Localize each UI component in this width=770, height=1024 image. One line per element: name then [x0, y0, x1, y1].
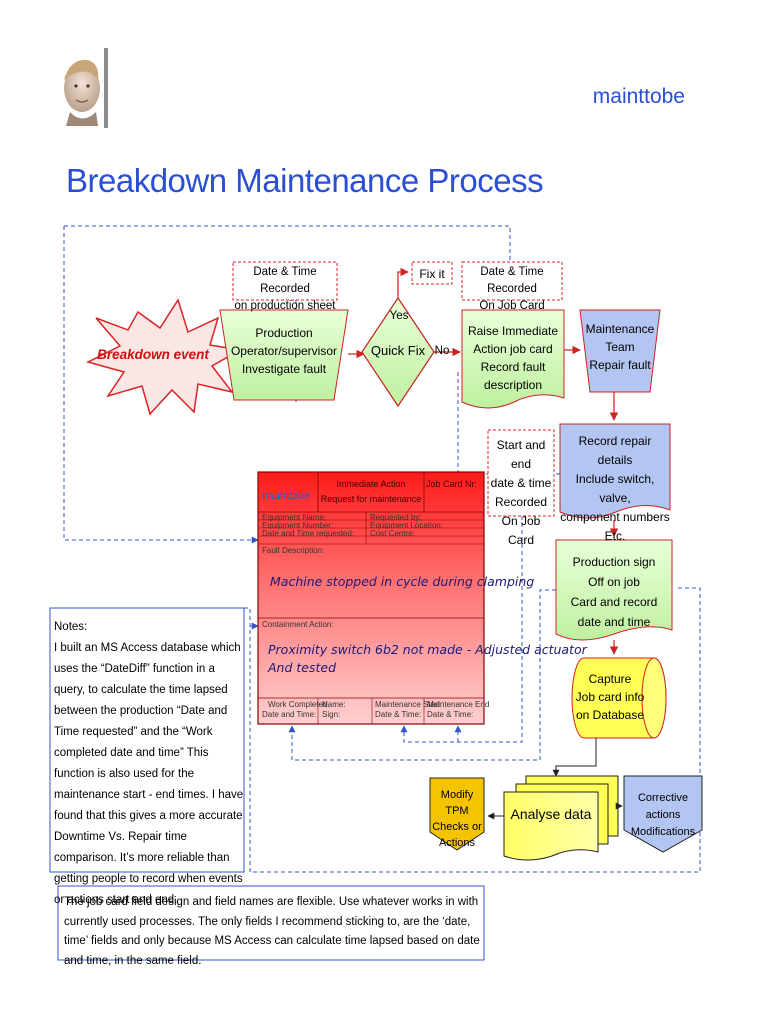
breakdown-event-label: Breakdown event: [97, 347, 209, 362]
page-title: Breakdown Maintenance Process: [66, 162, 544, 199]
containment-action-text-2: And tested: [268, 660, 337, 675]
no-label: No: [434, 345, 450, 357]
name-field: Name:: [322, 700, 346, 709]
requested-by-field: Requested by:: [370, 513, 422, 522]
job-card-title-1: Immediate Action: [336, 479, 406, 489]
maint-start-date-field: Date & Time:: [375, 710, 422, 719]
analyse-data-shape: [503, 791, 599, 861]
maint-end-field: Maintenance End: [427, 700, 490, 709]
modify-tpm-shape: [429, 777, 485, 851]
breakdown-event-shape: [85, 298, 243, 416]
job-card-form: [257, 471, 485, 725]
quick-fix-label: Quick Fix: [370, 343, 426, 358]
work-completed-date-field: Date and Time:: [262, 710, 317, 719]
feedback-loop-line: [64, 225, 511, 262]
fix-it-box: [411, 261, 453, 285]
containment-action-field: Containment Action:: [262, 620, 334, 629]
fix-it-label: Fix it: [419, 267, 445, 281]
maint-end-date-field: Date & Time:: [427, 710, 474, 719]
footer-text: The job card field design and field name…: [64, 896, 480, 967]
corrective-actions-shape: [623, 775, 703, 853]
start-end-note: [487, 429, 555, 517]
sign-field: Sign:: [322, 710, 341, 719]
fault-description-text: Machine stopped in cycle during clamping: [270, 574, 535, 589]
equipment-number-field: Equipment Number:: [262, 521, 334, 530]
work-completed-field: Work Completed: [268, 700, 328, 709]
quick-fix-decision: [361, 296, 435, 408]
production-sign-off-shape: [555, 539, 673, 641]
equipment-name-field: Equipment Name:: [262, 513, 327, 522]
raise-job-card-shape: [461, 309, 565, 409]
record-repair-shape: [559, 423, 671, 519]
brand-name: mainttobe: [592, 85, 685, 108]
cost-centre-field: Cost Centre:: [370, 529, 415, 538]
notes-box: [49, 607, 245, 873]
analyse-data-label: Analyse data: [510, 806, 592, 822]
production-sheet-note: [232, 261, 338, 301]
job-card-date-note: [461, 261, 563, 301]
yes-label: Yes: [389, 310, 409, 322]
job-card-number: Job Card Nr:: [426, 479, 478, 489]
job-card-title-2: Request for maintenance: [320, 494, 422, 504]
production-investigate-shape: [219, 309, 349, 401]
footer-box: [57, 885, 485, 961]
date-time-requested-field: Date and Time requested:: [262, 529, 355, 538]
maint-start-field: Maintenance Start: [375, 700, 440, 709]
maintenance-team-shape: [579, 309, 661, 393]
fault-description-field: Fault Description:: [262, 546, 325, 555]
equipment-location-field: Equipment Location:: [370, 521, 443, 530]
notes-text: Notes: I built an MS Access database whi…: [54, 621, 244, 906]
job-card-brand: mainttobe: [262, 490, 311, 502]
containment-action-text-1: Proximity switch 6b2 not made - Adjusted…: [268, 642, 587, 657]
